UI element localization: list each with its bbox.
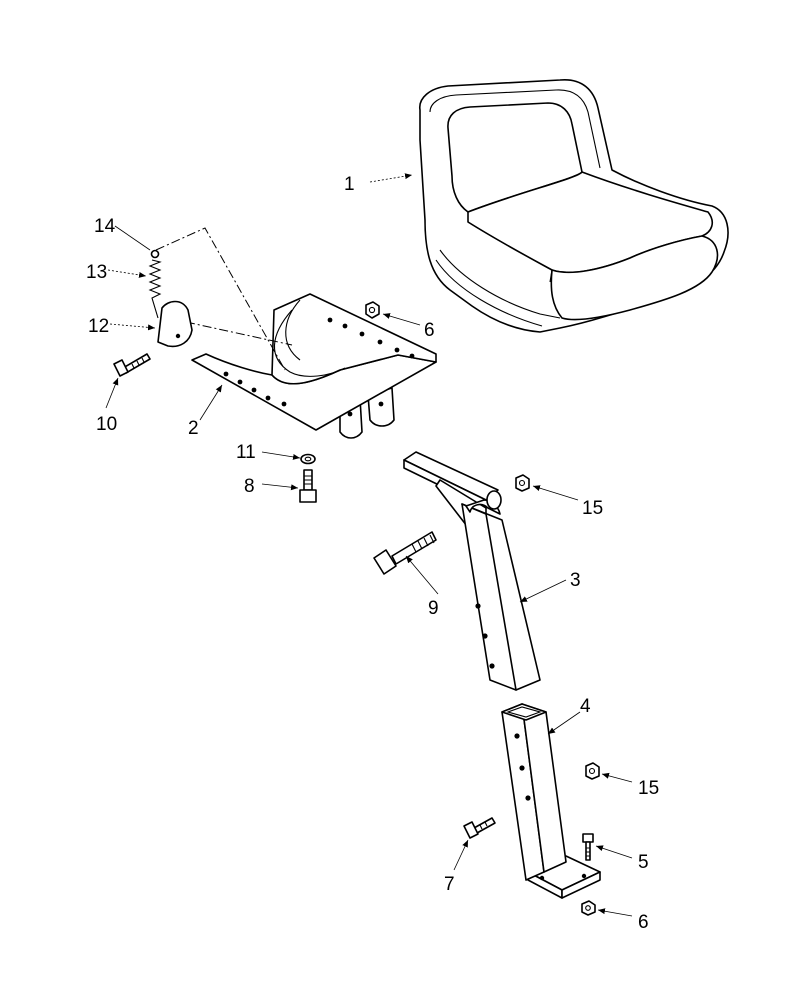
leader-15-upper <box>532 485 579 501</box>
leader-6-upper <box>382 313 421 326</box>
callout-6-upper: 6 <box>424 320 435 341</box>
seat-part <box>419 79 729 333</box>
leader-13 <box>107 269 147 278</box>
leader-9 <box>405 555 439 595</box>
callout-8: 8 <box>244 476 255 497</box>
callout-3: 3 <box>570 570 581 591</box>
bolt-8-part <box>299 469 317 503</box>
bolt-5-part <box>582 833 594 861</box>
upper-post-part <box>403 451 541 691</box>
nut-6-upper-part <box>365 301 380 319</box>
lower-post-part <box>501 703 601 899</box>
bolt-9-part <box>373 531 437 575</box>
leader-1 <box>369 173 413 183</box>
callout-12: 12 <box>88 316 109 337</box>
leader-3 <box>519 579 567 603</box>
callout-10: 10 <box>96 414 117 435</box>
leader-4 <box>547 711 581 735</box>
callout-7: 7 <box>444 874 455 895</box>
callout-1: 1 <box>344 174 355 195</box>
callout-14: 14 <box>94 216 116 237</box>
leader-15-lower <box>601 772 633 783</box>
assembly-line-pin <box>155 227 286 371</box>
callout-15-lower: 15 <box>638 778 659 799</box>
latch-plate-part <box>157 300 193 348</box>
bolt-7-part <box>463 817 496 839</box>
leader-12 <box>109 323 156 331</box>
callout-11: 11 <box>236 442 256 463</box>
leader-7 <box>453 839 469 871</box>
nut-15-lower-part <box>585 762 600 780</box>
leader-14 <box>114 225 151 251</box>
washer-11-part <box>300 453 316 465</box>
callout-2: 2 <box>188 418 199 439</box>
pin-part <box>150 249 160 259</box>
nut-6-lower-part <box>581 900 596 916</box>
callout-9: 9 <box>428 598 439 619</box>
callout-13: 13 <box>86 262 107 283</box>
leader-6-lower <box>597 908 633 917</box>
leader-11 <box>261 451 301 460</box>
nut-15-upper-part <box>515 474 530 492</box>
assembly-line-latch <box>185 321 293 346</box>
leader-10 <box>105 377 119 409</box>
callout-5: 5 <box>638 852 649 873</box>
callout-6-lower: 6 <box>638 912 649 933</box>
callout-4: 4 <box>580 696 591 717</box>
leader-5 <box>595 845 633 859</box>
callout-15-upper: 15 <box>582 498 603 519</box>
bolt-10-part <box>113 353 151 377</box>
leader-2 <box>199 384 223 421</box>
mounting-plate-part <box>191 293 437 439</box>
leader-8 <box>261 483 299 491</box>
spring-part <box>148 259 162 319</box>
